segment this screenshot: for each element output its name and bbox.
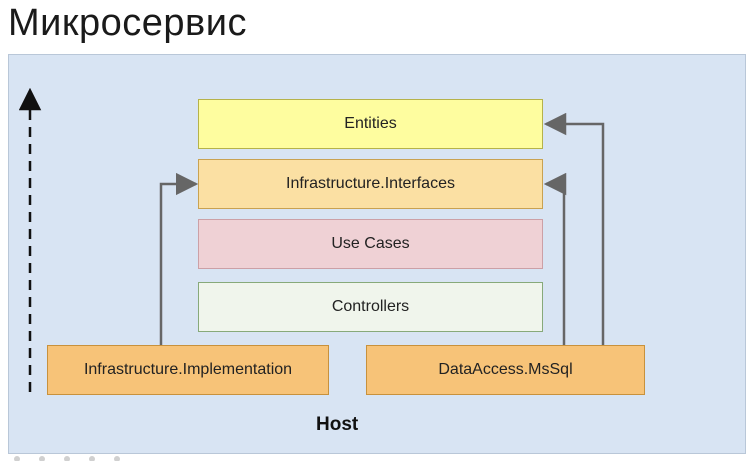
slide-title: Микросервис xyxy=(8,2,247,44)
data-access-mssql-box: DataAccess.MsSql xyxy=(366,345,645,395)
use-cases-layer: Use Cases xyxy=(198,219,543,269)
host-label: Host xyxy=(316,414,359,435)
entities-layer: Entities xyxy=(198,99,543,149)
controllers-layer: Controllers xyxy=(198,282,543,332)
infrastructure-interfaces-layer: Infrastructure.Interfaces xyxy=(198,159,543,209)
msql-to-entities-arrow xyxy=(543,112,605,345)
slide-dots xyxy=(14,456,120,461)
msql-to-interfaces-arrow xyxy=(543,172,567,345)
infrastructure-implementation-box: Infrastructure.Implementation xyxy=(47,345,329,395)
impl-to-interfaces-arrow xyxy=(159,172,199,345)
